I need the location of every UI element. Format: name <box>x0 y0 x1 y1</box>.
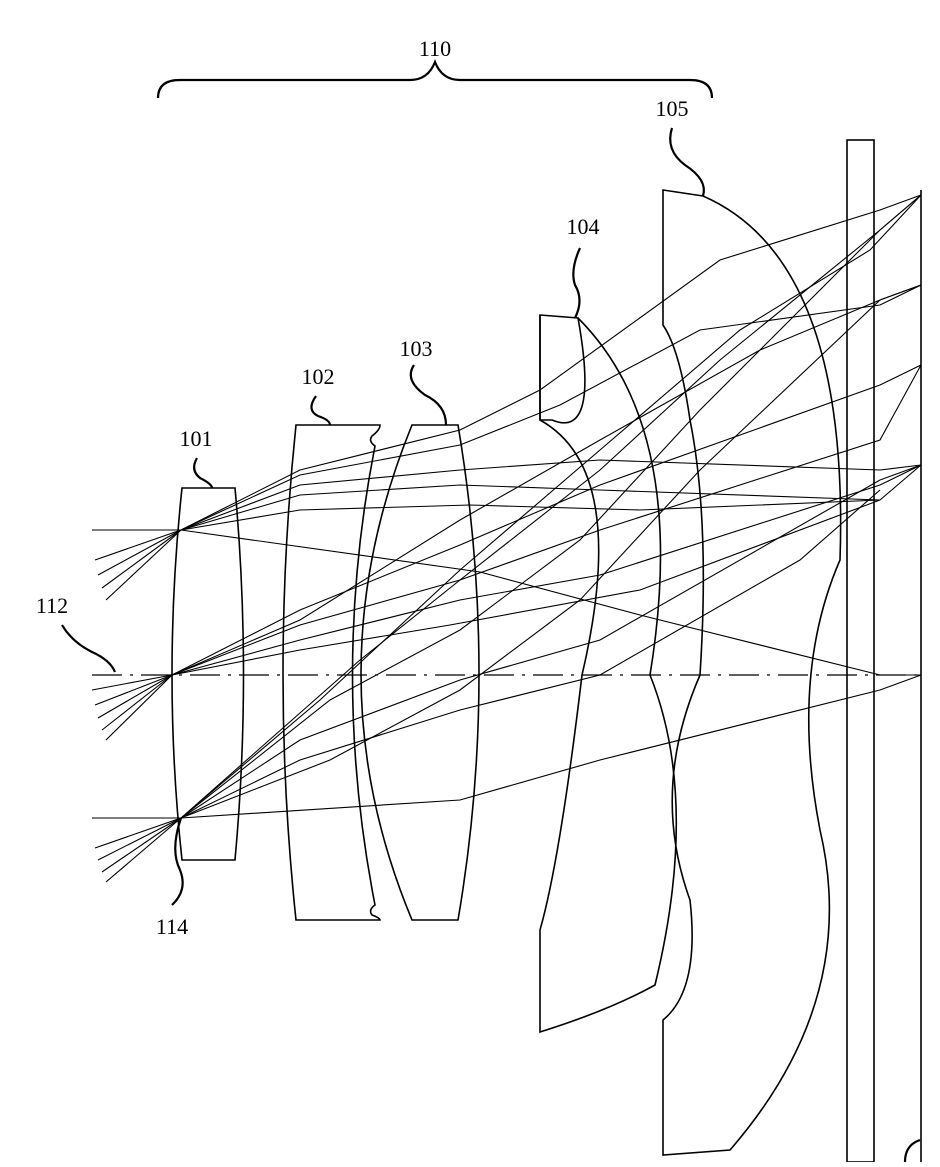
leader-101 <box>193 457 214 489</box>
label-103: 103 <box>400 336 433 361</box>
leader-112 <box>61 624 117 673</box>
label-110: 110 <box>419 36 451 61</box>
leader-102 <box>310 395 332 426</box>
label-105: 105 <box>656 96 689 121</box>
lens-101 <box>171 487 245 861</box>
label-104: 104 <box>567 214 600 239</box>
label-112: 112 <box>36 593 68 618</box>
label-102: 102 <box>302 364 335 389</box>
filter-plate <box>846 139 875 1163</box>
lens-102 <box>282 424 381 921</box>
leader-partial <box>903 1138 921 1163</box>
ray-fan-bottom <box>92 817 182 883</box>
traced-rays <box>171 194 922 819</box>
lens-103 <box>360 424 480 921</box>
ray-fan-top <box>92 529 182 601</box>
lens-group-bracket <box>156 58 714 99</box>
lens-105 <box>662 189 842 1156</box>
ray-fan-middle <box>91 674 173 741</box>
lens-104 <box>539 314 586 424</box>
leader-104 <box>572 247 582 319</box>
leader-103 <box>409 364 448 426</box>
label-114: 114 <box>156 914 188 939</box>
lens-104-body <box>539 317 678 1034</box>
leader-105 <box>669 127 705 197</box>
leader-114 <box>171 817 184 906</box>
label-101: 101 <box>180 426 213 451</box>
